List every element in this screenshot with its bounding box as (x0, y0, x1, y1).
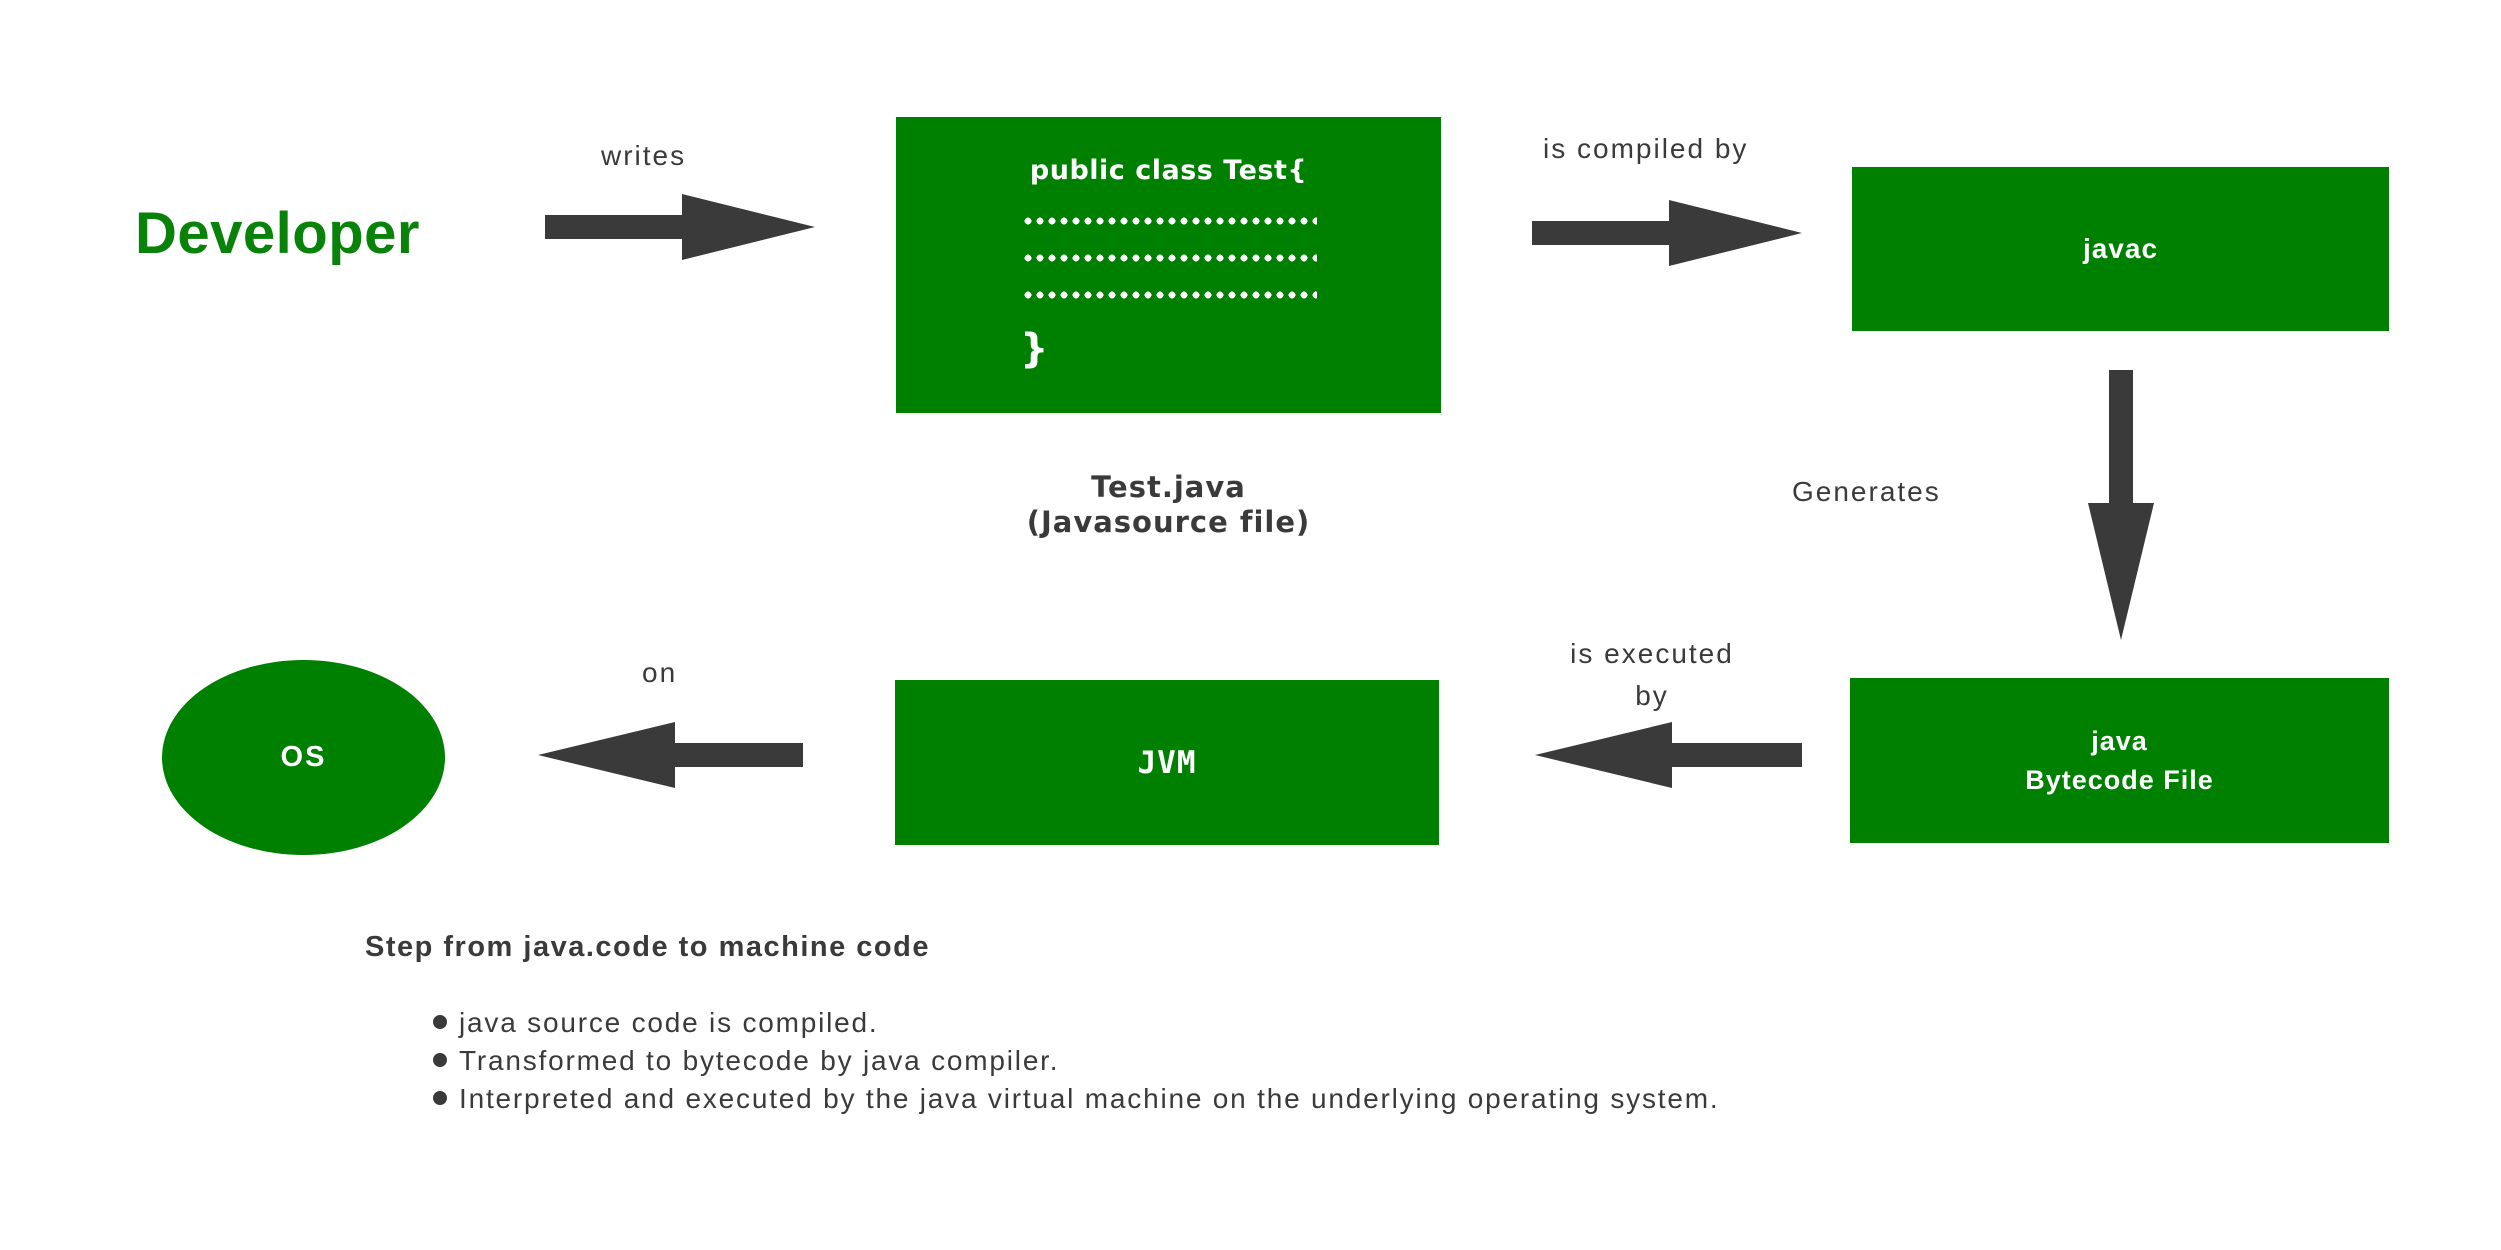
code-dots-row (1024, 291, 1317, 299)
bytecode-label-line1: java (2091, 725, 2148, 756)
jvm-label: JVM (1137, 744, 1197, 781)
step-text: java source code is compiled. (459, 1007, 879, 1038)
source-file-caption-line1: Test.java (1091, 470, 1246, 504)
list-item: java source code is compiled. (433, 1004, 1719, 1041)
os-node: OS (162, 660, 445, 855)
os-label: OS (280, 741, 327, 773)
executed-edge-label-line2: by (1635, 680, 1669, 711)
on-edge-label: on (642, 657, 678, 688)
on-arrow-left-icon (538, 722, 803, 788)
bytecode-label-line2: Bytecode File (2025, 764, 2214, 795)
developer-node: Developer (135, 201, 420, 266)
bullet-icon (433, 1053, 447, 1067)
bullet-icon (433, 1091, 447, 1105)
closing-brace: } (1020, 326, 1049, 372)
executed-edge-label: is executed by (1552, 633, 1752, 717)
generates-arrow-down-icon (2088, 370, 2154, 640)
compiled-arrow-right-icon (1532, 200, 1802, 266)
executed-arrow-left-icon (1535, 722, 1802, 788)
list-item: Transformed to bytecode by java compiler… (433, 1042, 1719, 1079)
writes-edge-label: writes (601, 140, 687, 171)
javac-node: javac (1852, 167, 2389, 331)
jvm-node: JVM (895, 680, 1439, 845)
bytecode-file-node: java Bytecode File (1850, 678, 2389, 843)
generates-edge-label: Generates (1792, 476, 1941, 507)
step-text: Interpreted and executed by the java vir… (459, 1083, 1720, 1114)
source-code-title: public class Test{ (1029, 155, 1308, 186)
list-item: Interpreted and executed by the java vir… (433, 1080, 1719, 1117)
javac-label: javac (2082, 233, 2159, 264)
compiled-edge-label: is compiled by (1543, 133, 1749, 164)
steps-title: Step from java.code to machine code (365, 931, 930, 963)
writes-arrow-right-icon (545, 194, 815, 260)
code-dots-row (1024, 254, 1317, 262)
source-code-box-node: public class Test{ } (896, 117, 1441, 413)
bullet-icon (433, 1015, 447, 1029)
source-file-caption-line2: (Javasource file) (1026, 505, 1311, 539)
executed-edge-label-line1: is executed (1570, 638, 1734, 669)
step-text: Transformed to bytecode by java compiler… (459, 1045, 1060, 1076)
steps-list: java source code is compiled. Transforme… (433, 1004, 1719, 1118)
code-dots-row (1024, 217, 1317, 225)
